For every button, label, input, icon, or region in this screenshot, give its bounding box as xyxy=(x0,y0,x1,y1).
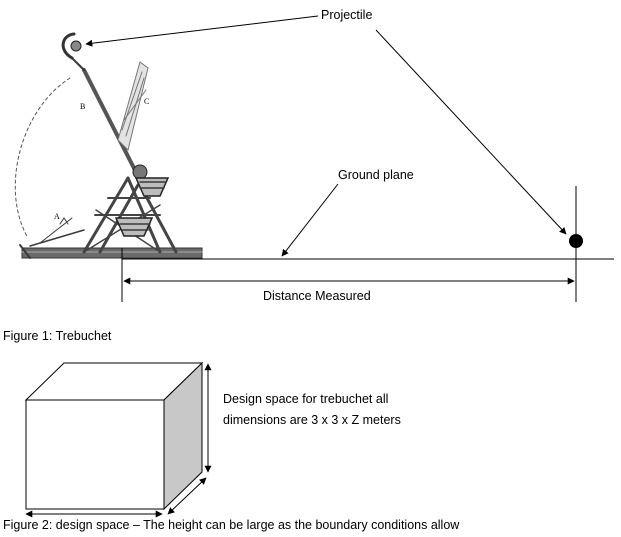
trebuchet-base xyxy=(19,244,203,259)
ground-plane-arrow xyxy=(281,183,339,257)
trebuchet-letter-a: A xyxy=(54,212,60,221)
sling-projectile xyxy=(70,40,82,52)
label-projectile: Projectile xyxy=(321,8,373,22)
counterweight xyxy=(114,177,170,237)
cube-front-face xyxy=(25,399,165,510)
projectile-pointer-arrow xyxy=(85,15,319,47)
trebuchet-letter-b: B xyxy=(80,102,86,111)
figure1-caption: Figure 1: Trebuchet xyxy=(3,329,112,343)
cube-depth-arrow xyxy=(167,477,207,515)
projectile-landing-arrow xyxy=(375,29,567,235)
label-distance-measured: Distance Measured xyxy=(263,289,371,303)
design-space-label-line1: Design space for trebuchet all xyxy=(223,392,389,406)
trebuchet-letter-c: C xyxy=(144,97,150,106)
design-space-cube xyxy=(24,361,204,511)
landed-projectile xyxy=(569,234,583,248)
trajectory-arc xyxy=(14,77,71,239)
design-space-label-line2: dimensions are 3 x 3 x Z meters xyxy=(223,413,401,427)
trebuchet-illustration xyxy=(14,32,203,259)
swing-path-c xyxy=(117,61,149,151)
figure2-caption: Figure 2: design space – The height can … xyxy=(3,518,460,532)
label-ground-plane: Ground plane xyxy=(338,168,414,182)
